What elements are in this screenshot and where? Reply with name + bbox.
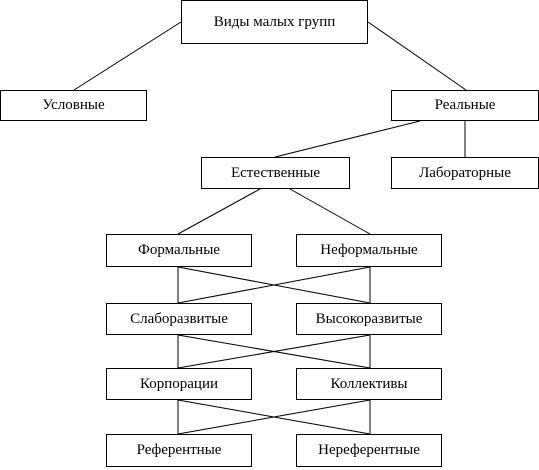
node-collectives: Коллективы [296,368,442,400]
node-formal: Формальные [106,234,252,267]
node-laboratory: Лабораторные [391,157,539,189]
node-conditional: Условные [0,90,147,121]
node-real: Реальные [391,90,539,121]
node-non-reference: Нереферентные [296,434,442,467]
edge-natural-informal [289,188,371,235]
edge-high-corp-cross [177,334,371,369]
node-root: Виды малых групп [181,0,368,44]
edge-real-natural [274,120,421,158]
node-highly-developed: Высокоразвитые [296,303,442,335]
edge-informal-weak-cross [177,266,371,304]
node-reference: Референтные [106,434,252,467]
node-corporations: Корпорации [106,368,252,400]
edge-coll-ref-cross [177,399,371,435]
edge-root-real [367,21,467,91]
node-natural: Естественные [201,157,350,189]
node-informal: Неформальные [296,234,442,267]
node-weakly-developed: Слаборазвитые [106,303,252,335]
edge-root-conditional [73,21,182,91]
edge-natural-formal [177,188,261,235]
